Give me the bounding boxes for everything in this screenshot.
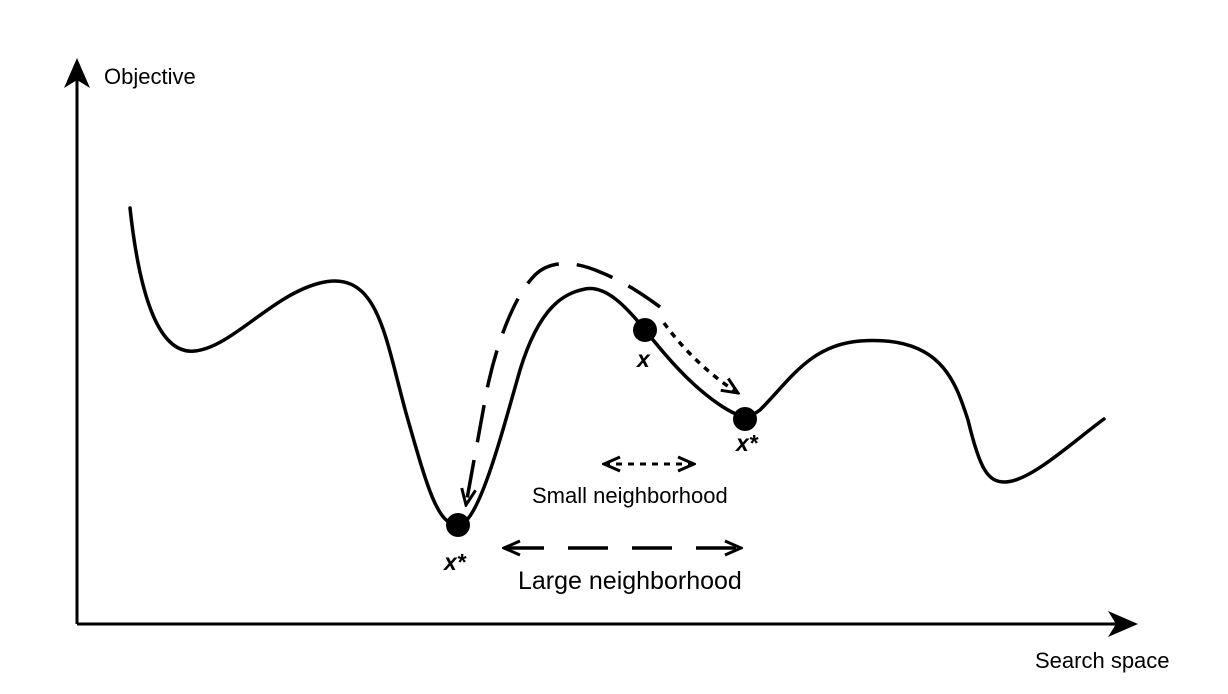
global-optimum-label: x*: [442, 549, 467, 575]
current-solution-point: [633, 318, 657, 342]
y-axis-arrowhead: [64, 58, 90, 88]
global-optimum-point: [446, 513, 470, 537]
local-optimum-point: [733, 407, 757, 431]
current-solution-label: x: [635, 346, 651, 372]
objective-curve: [128, 206, 1106, 527]
large-neighborhood-label: Large neighborhood: [518, 567, 742, 595]
local-optimum-label: x*: [734, 430, 759, 456]
x-axis-arrowhead: [1108, 611, 1138, 637]
small-neighborhood-label: Small neighborhood: [532, 483, 728, 508]
y-axis-label: Objective: [104, 64, 196, 89]
small-move-arrow: [662, 321, 738, 393]
large-move-arrow: [466, 261, 662, 505]
x-axis-label: Search space: [1035, 648, 1170, 673]
